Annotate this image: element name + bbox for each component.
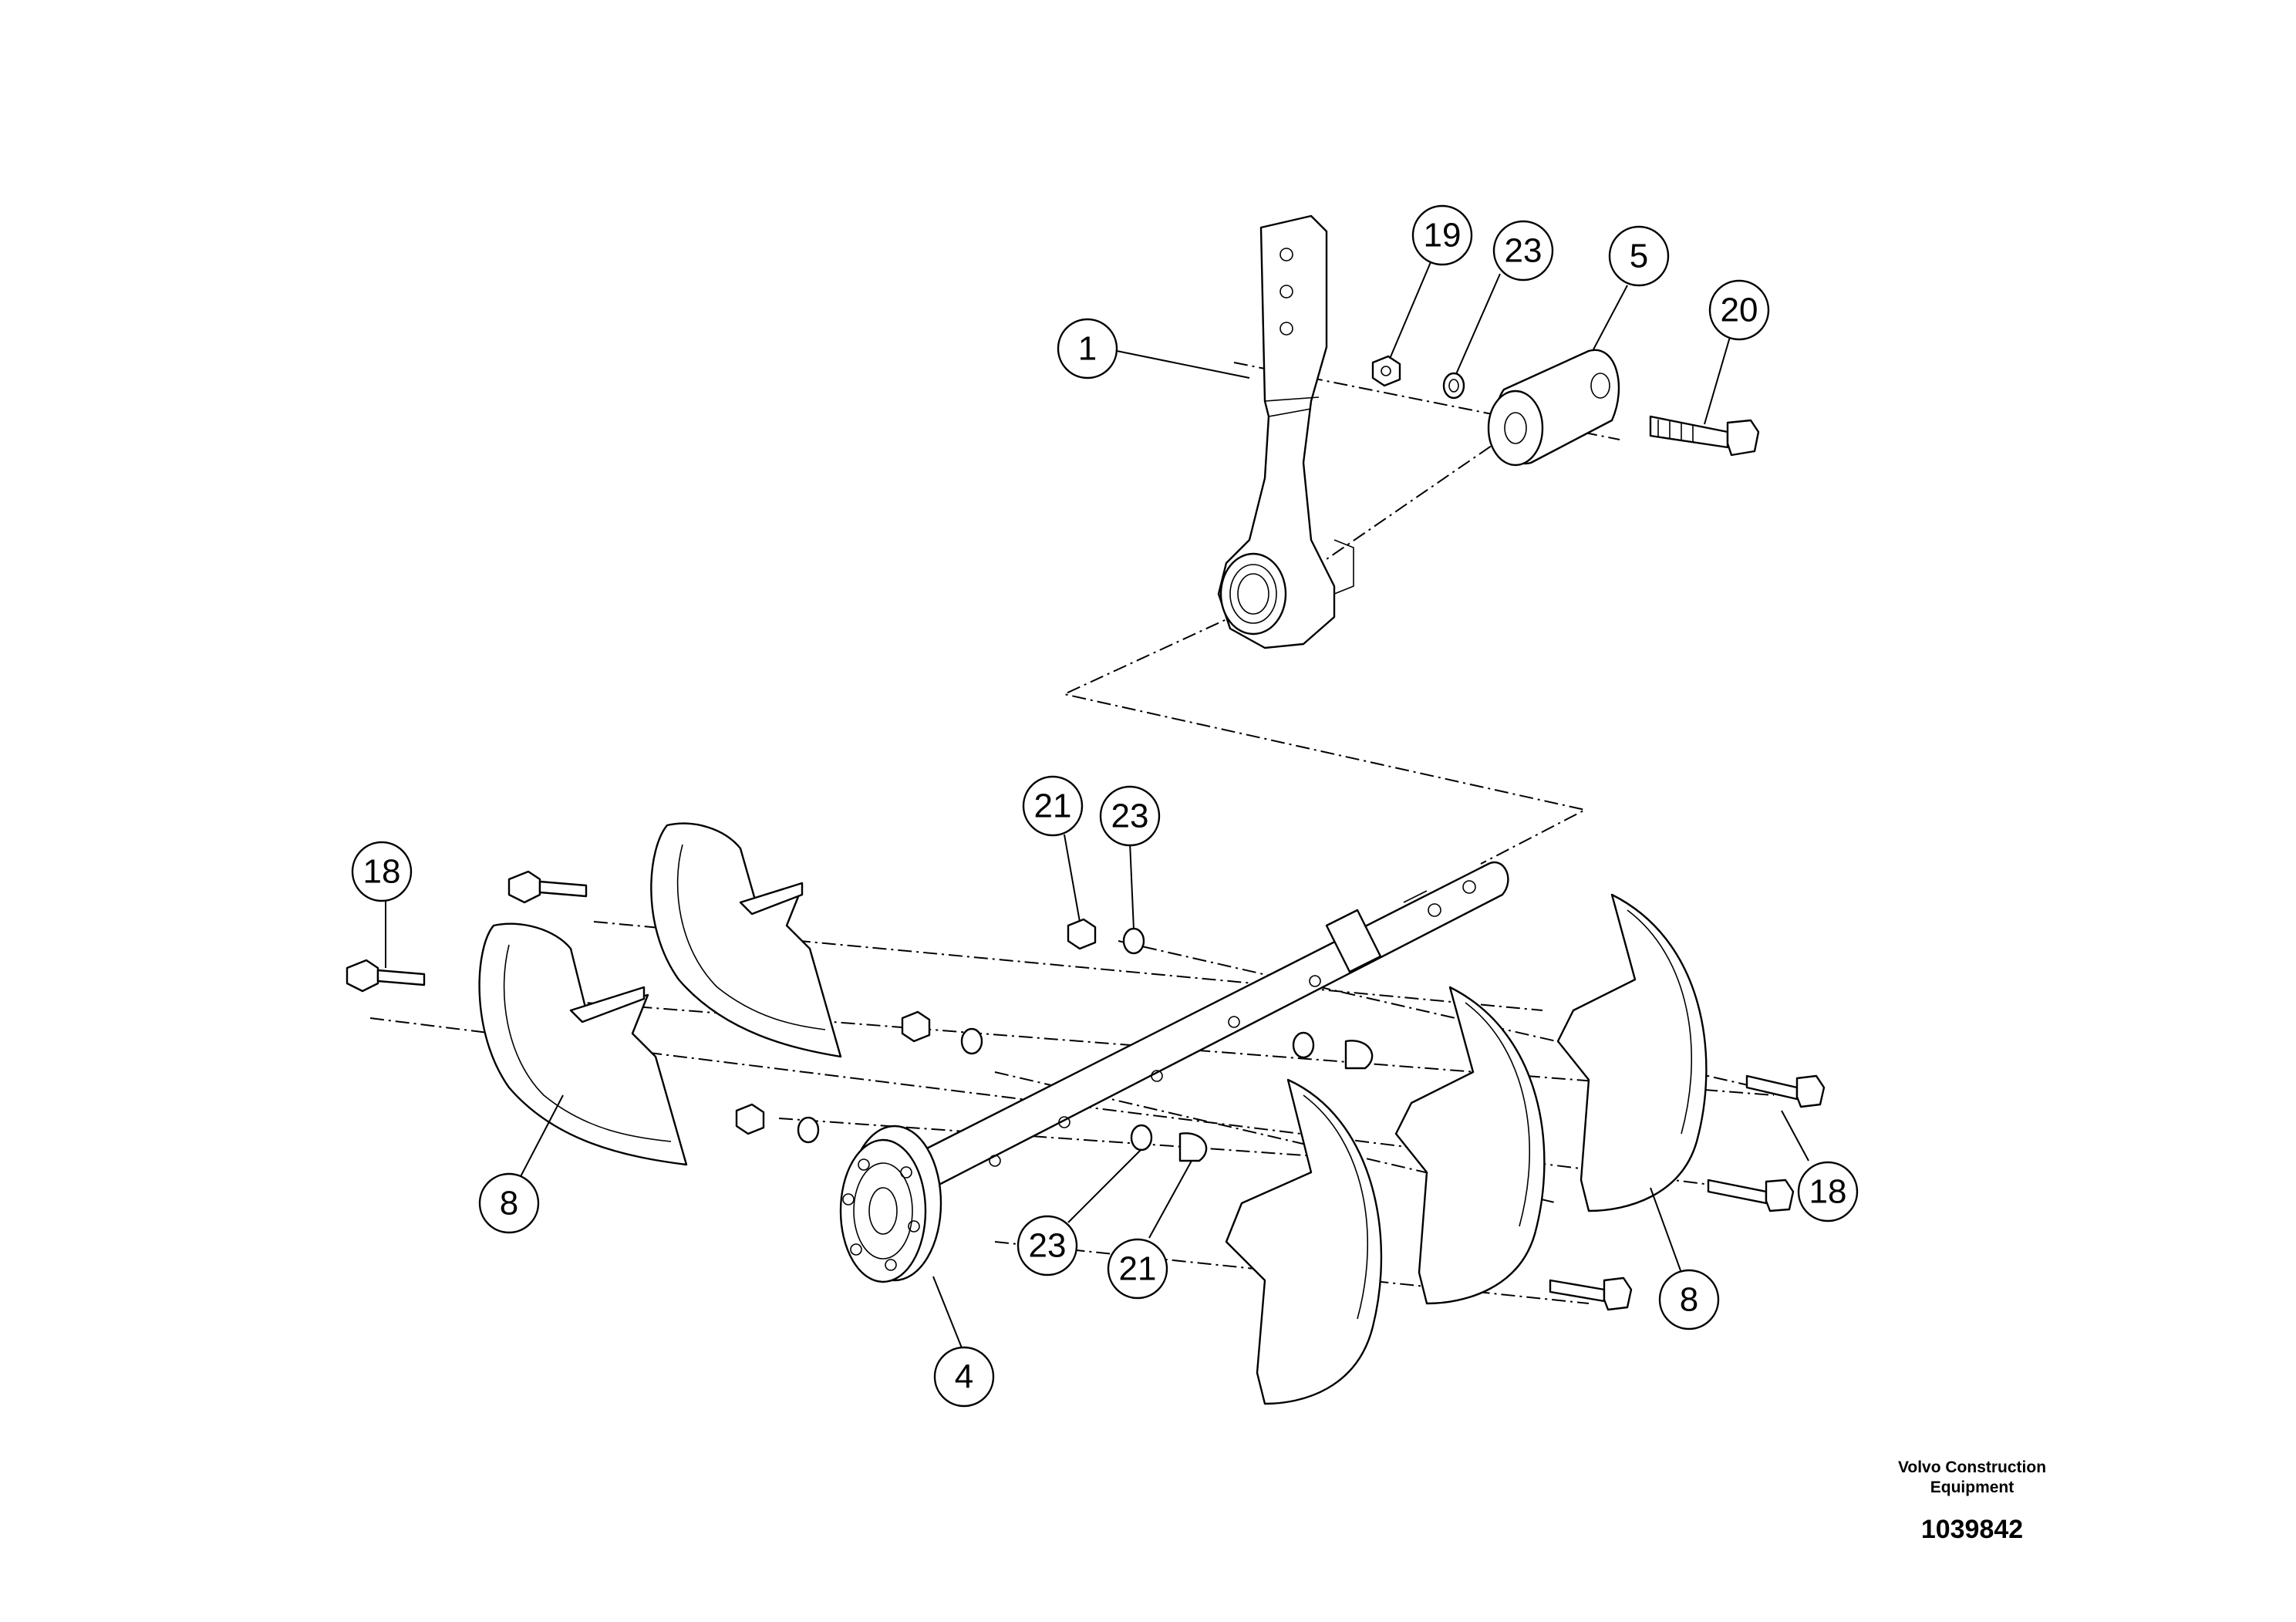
callout-21-lower: 21 [1107, 1238, 1168, 1300]
main-shaft [909, 861, 1509, 1193]
callout-19: 19 [1411, 204, 1473, 266]
svg-text:8: 8 [1680, 1281, 1698, 1319]
sleeve-part-5 [1487, 349, 1620, 467]
svg-text:19: 19 [1424, 217, 1462, 255]
footer-caption: Volvo Construction Equipment 1039842 [1810, 1458, 2134, 1545]
svg-text:21: 21 [1119, 1250, 1157, 1288]
callout-8-left: 8 [478, 1172, 540, 1234]
callout-18-right: 18 [1797, 1161, 1859, 1222]
manufacturer-line-2: Equipment [1930, 1479, 2014, 1496]
svg-text:4: 4 [955, 1358, 973, 1396]
callout-4: 4 [933, 1346, 995, 1408]
callout-23-middle: 23 [1099, 785, 1161, 847]
callout-8-right: 8 [1658, 1269, 1720, 1330]
blade-part-8-left-upper [650, 822, 842, 1058]
assembly-centerlines [369, 362, 1775, 1304]
svg-text:18: 18 [1809, 1173, 1847, 1211]
bolt-part-18-right-lower [1707, 1179, 1795, 1212]
blade-part-8-left-lower [478, 922, 688, 1166]
svg-text:23: 23 [1111, 798, 1149, 835]
lever-arm-part-1 [1217, 214, 1354, 649]
callout-5: 5 [1608, 225, 1670, 287]
callout-21-upper: 21 [1022, 775, 1084, 837]
svg-text:23: 23 [1029, 1227, 1067, 1265]
leader-lines [385, 261, 1809, 1354]
blade-part-8-right-3 [1556, 893, 1708, 1212]
washer-part-23-upper [1442, 372, 1465, 400]
nut-part-19 [1371, 355, 1401, 387]
callout-18-left: 18 [351, 841, 413, 902]
blade-part-8-right-1 [1225, 1078, 1383, 1405]
bolt-part-18-right-bottom [1549, 1276, 1633, 1311]
svg-text:8: 8 [500, 1185, 518, 1222]
callout-23-upper: 23 [1492, 220, 1554, 282]
bolt-part-18-lower-left [346, 959, 426, 993]
document-number: 1039842 [1920, 1515, 2024, 1544]
svg-text:20: 20 [1721, 292, 1758, 329]
callout-1: 1 [1057, 318, 1118, 379]
callout-20: 20 [1708, 279, 1770, 341]
svg-text:5: 5 [1630, 238, 1648, 275]
svg-text:1: 1 [1078, 330, 1097, 368]
bolt-part-20 [1649, 415, 1760, 457]
blade-part-8-right-2 [1394, 986, 1546, 1305]
svg-text:18: 18 [363, 853, 401, 891]
callout-23-lower: 23 [1017, 1215, 1078, 1276]
flange-bearing-part-4 [839, 1125, 942, 1283]
bolt-part-18-upper-left [507, 870, 588, 904]
bolt-part-18-right-upper [1745, 1074, 1826, 1108]
svg-text:21: 21 [1034, 787, 1072, 825]
svg-text:23: 23 [1505, 232, 1542, 270]
nuts-and-washers [735, 918, 1374, 1162]
manufacturer-line-1: Volvo Construction [1897, 1458, 2047, 1476]
